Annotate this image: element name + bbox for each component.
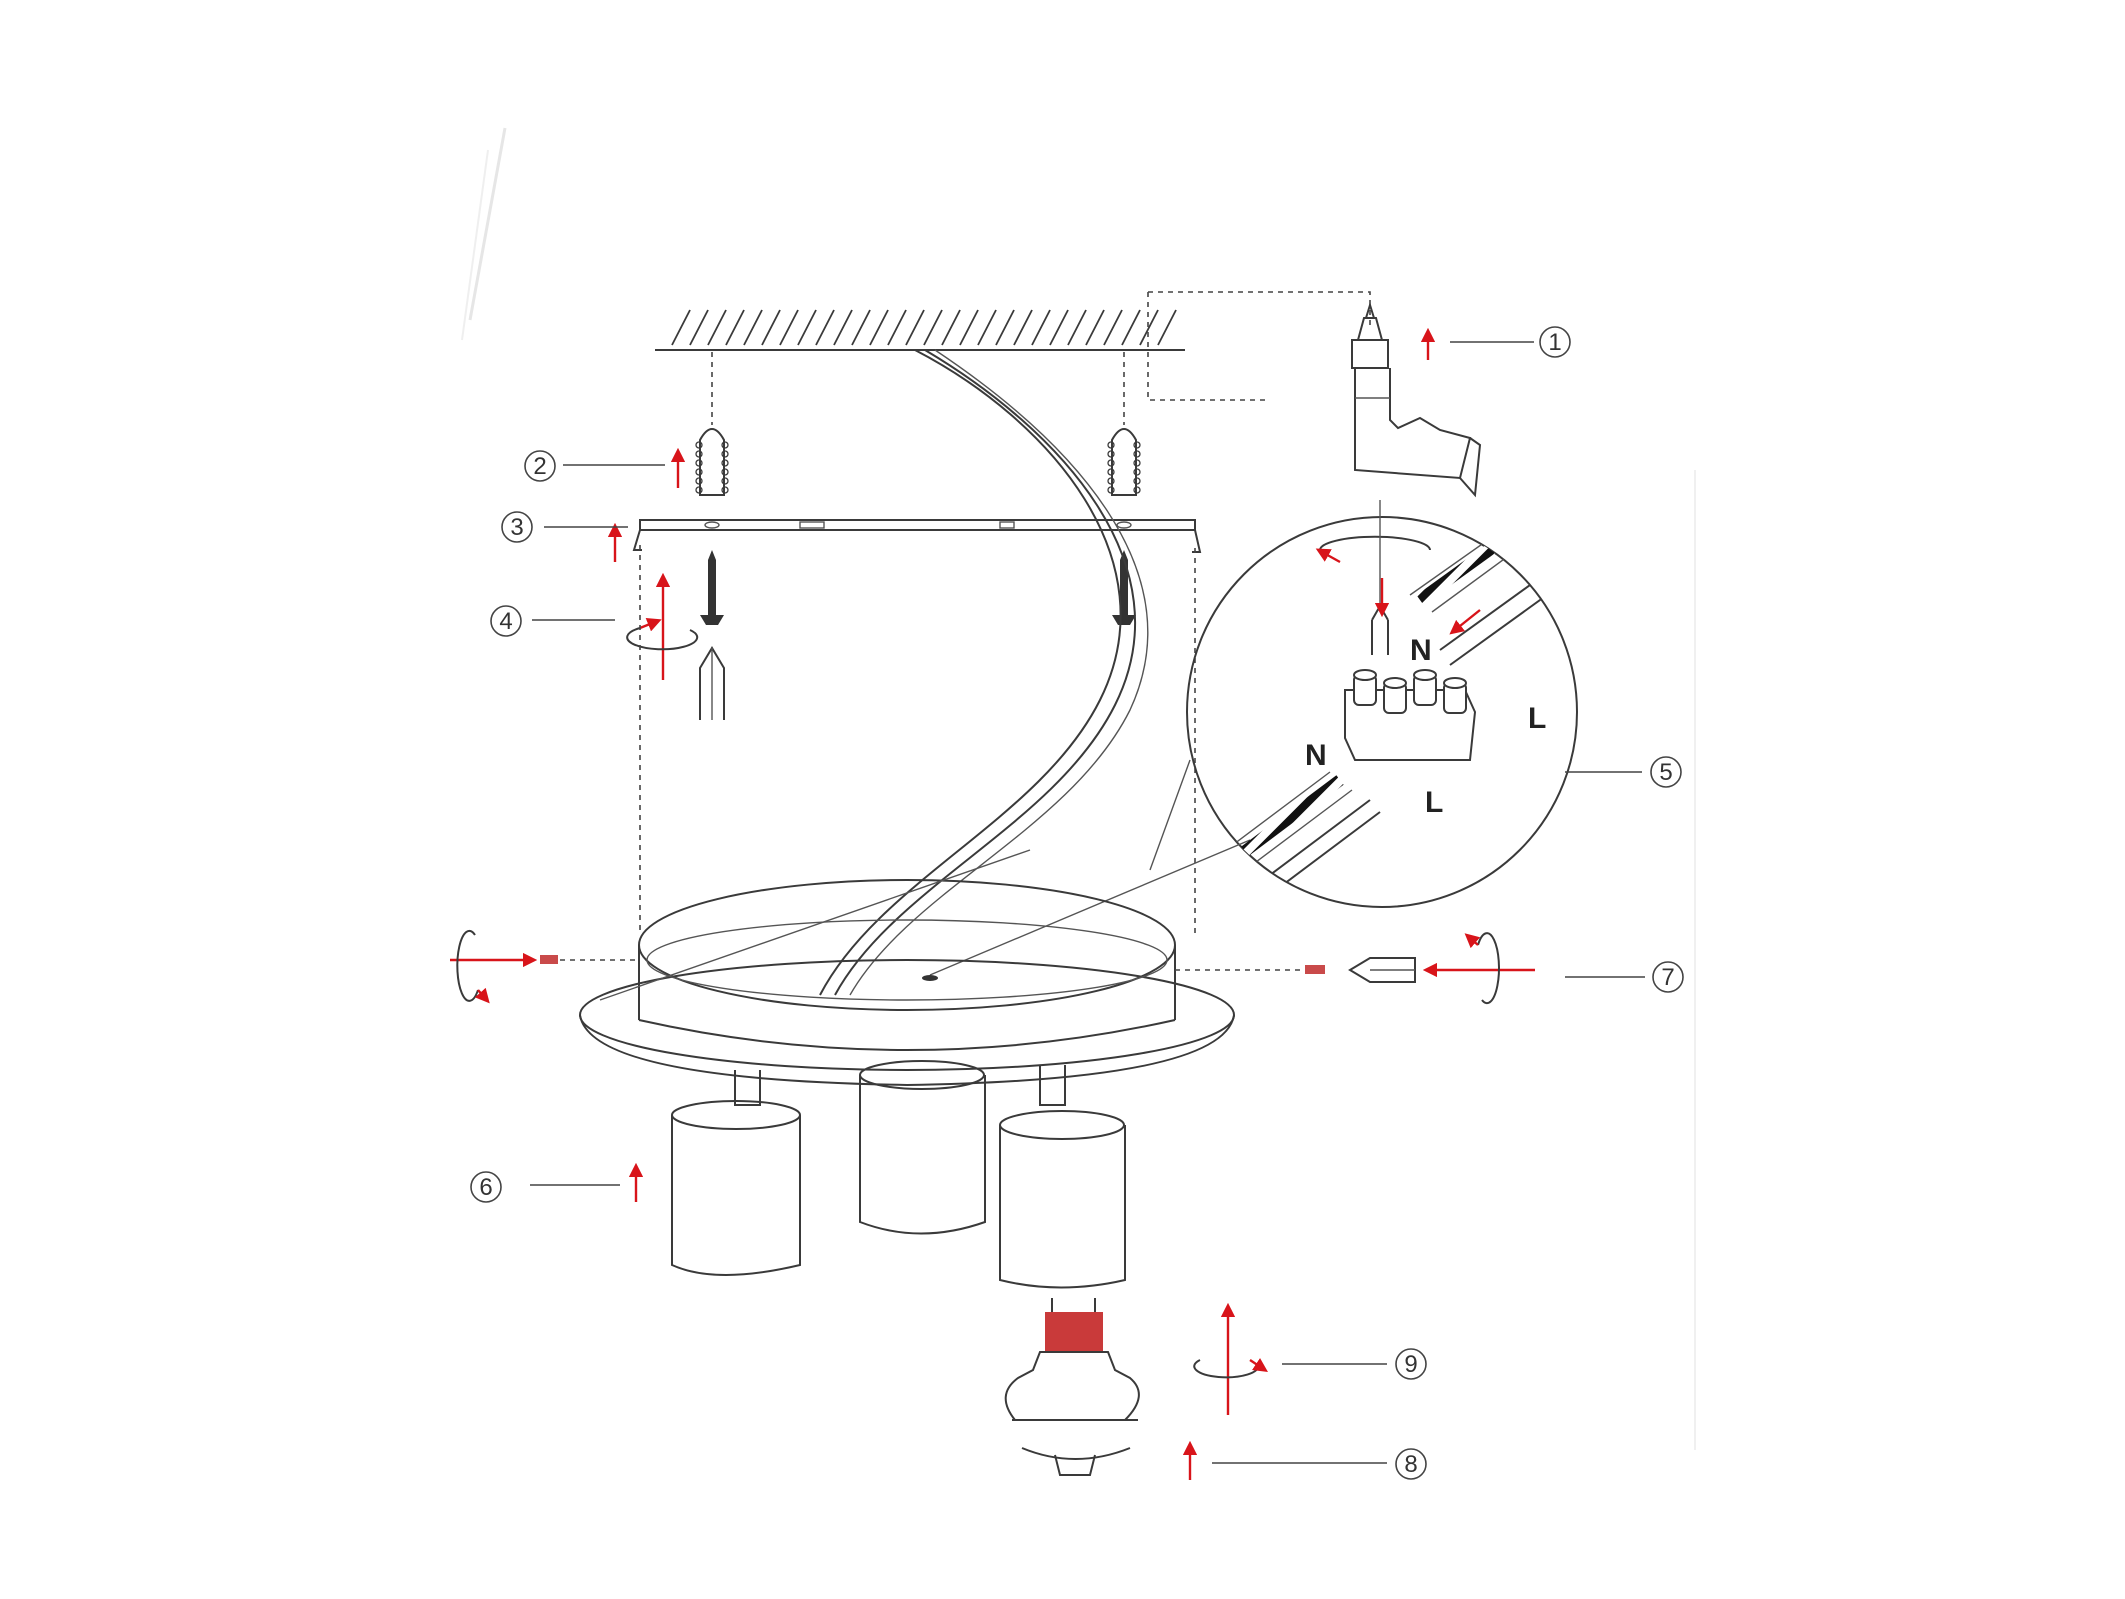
spotlight-left [671, 1070, 801, 1276]
callout-4: 4 [490, 605, 522, 637]
callout-2: 2 [524, 450, 556, 482]
callout-8-label: 8 [1404, 1451, 1417, 1478]
callout-3: 3 [501, 511, 533, 543]
rotate-arrow-icon [450, 929, 1535, 1005]
rotate-arrow-icon [626, 572, 699, 680]
screw-icon [700, 550, 1136, 625]
screwdriver-icon [1348, 957, 1416, 983]
callout-9: 9 [1395, 1348, 1427, 1380]
callout-leaders [530, 341, 1645, 1464]
gu10-bulb-icon [1004, 1298, 1140, 1421]
callout-7-label: 7 [1661, 964, 1674, 991]
callout-5: 5 [1650, 756, 1682, 788]
callout-9-label: 9 [1404, 1351, 1417, 1378]
spotlight-right [999, 1065, 1126, 1289]
callout-8: 8 [1395, 1448, 1427, 1480]
screwdriver-icon [699, 646, 725, 720]
retaining-clip [1021, 1447, 1131, 1476]
ceiling-hatch [655, 309, 1185, 351]
neutral-label-left: N [1305, 739, 1327, 772]
terminal-block-icon [1344, 669, 1477, 761]
callout-2-label: 2 [533, 453, 546, 480]
neutral-label-top: N [1410, 634, 1432, 667]
live-label-bottom: L [1425, 786, 1443, 819]
wall-plug-icon [695, 352, 1141, 496]
power-cable [819, 349, 1149, 996]
callout-6: 6 [470, 1171, 502, 1203]
canopy-base [579, 849, 1235, 1086]
screw-icon [540, 955, 1325, 974]
scan-marks [461, 127, 1696, 1450]
callout-1-label: 1 [1548, 329, 1561, 356]
live-label-right: L [1528, 702, 1546, 735]
callout-3-label: 3 [510, 514, 523, 541]
callout-7: 7 [1652, 961, 1684, 993]
callout-1: 1 [1539, 326, 1571, 358]
callout-4-label: 4 [499, 608, 512, 635]
rotate-arrow-icon [1193, 1302, 1268, 1415]
drill-icon [1147, 291, 1482, 498]
callout-5-label: 5 [1659, 759, 1672, 786]
spotlight-center [859, 1060, 986, 1235]
wiring-detail [929, 516, 1578, 976]
callout-6-label: 6 [479, 1174, 492, 1201]
